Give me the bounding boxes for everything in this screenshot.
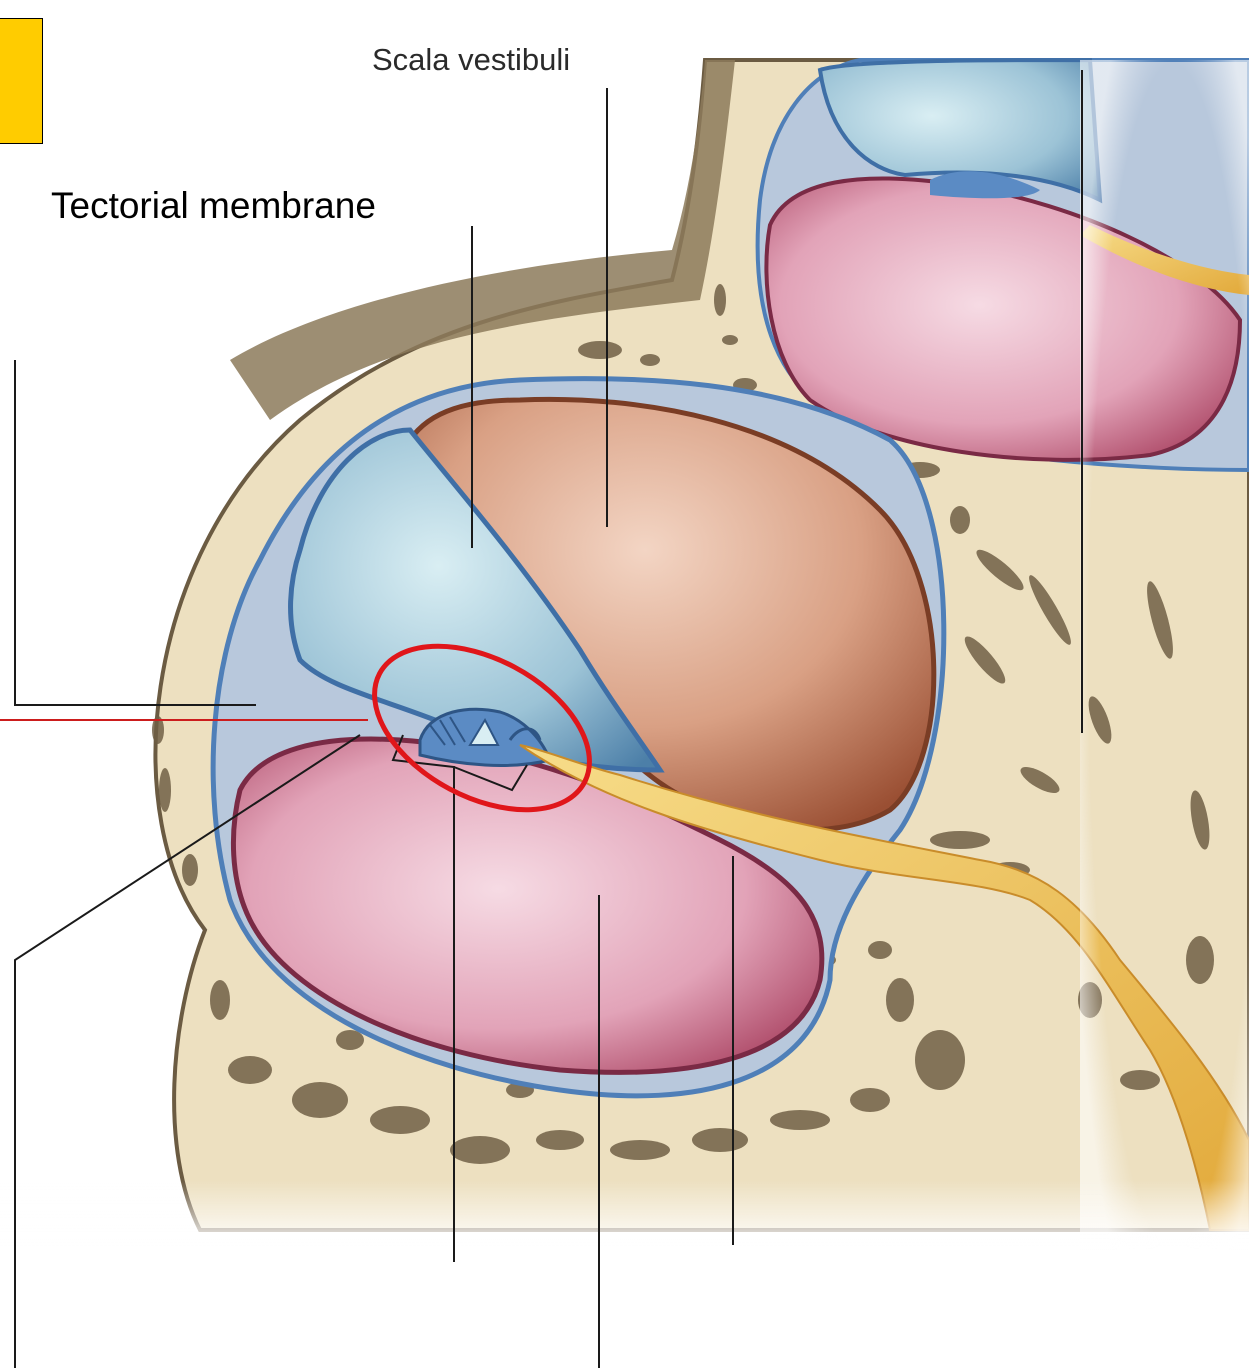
label-tectorial-membrane: Tectorial membrane — [51, 185, 376, 227]
label-scala-vestibuli: Scala vestibuli — [372, 42, 570, 78]
label-box — [0, 18, 43, 144]
